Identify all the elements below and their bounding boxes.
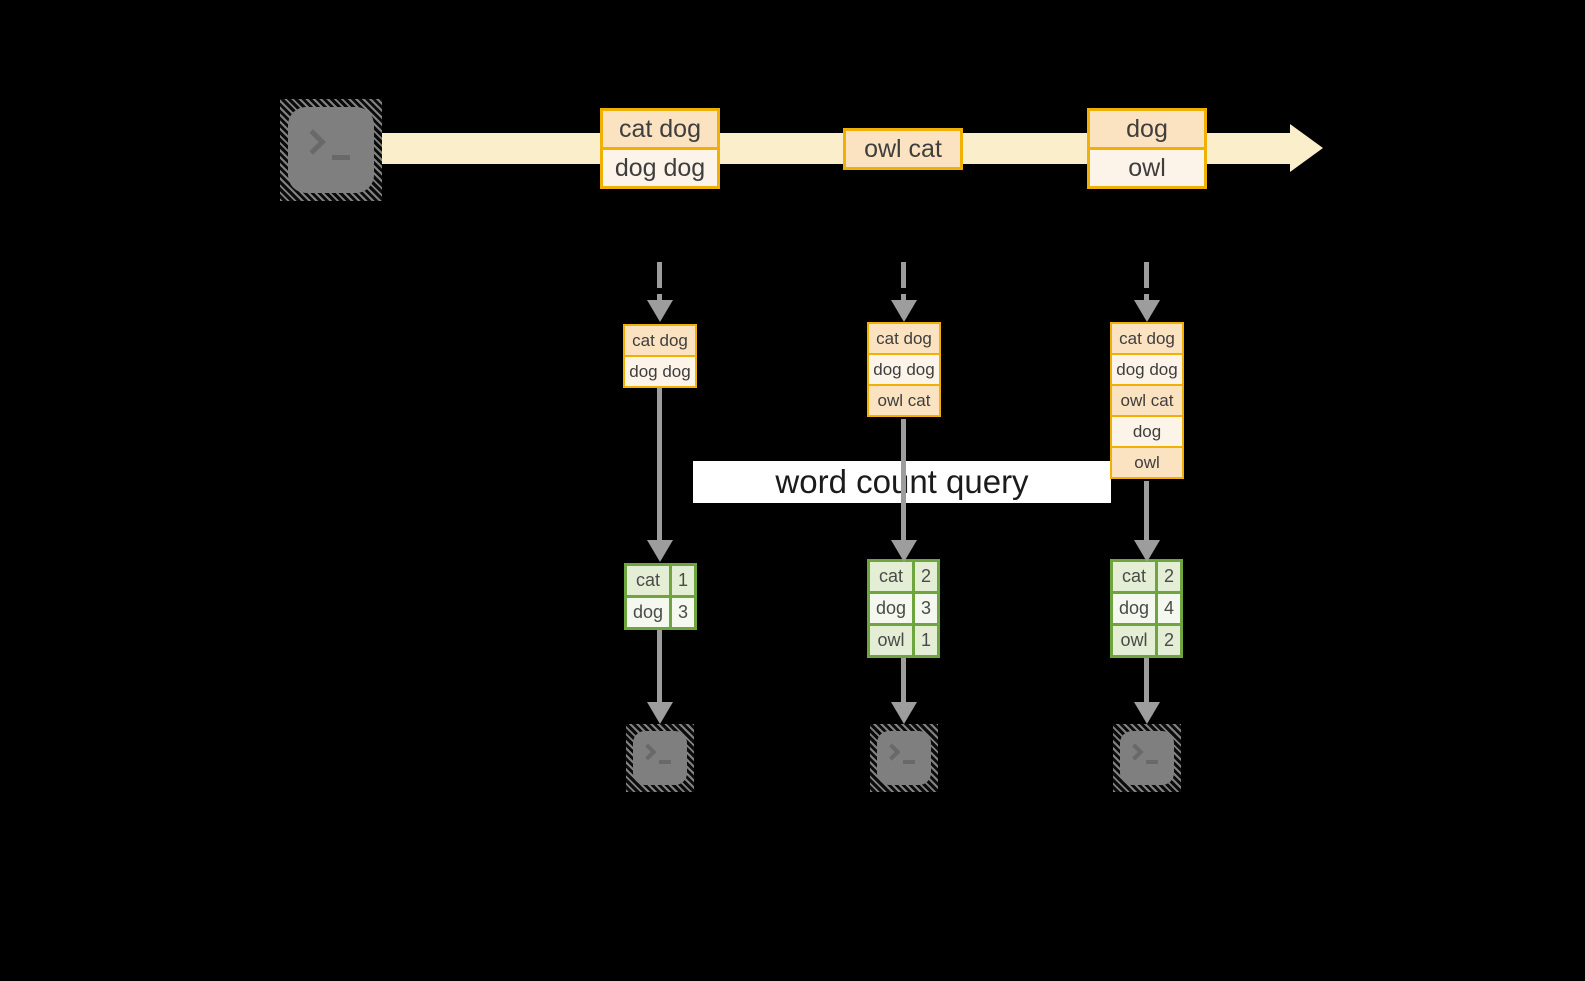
- stream-message-line: dog dog: [603, 147, 717, 186]
- word-cell: cat: [1113, 562, 1155, 591]
- sink-arrow-1: [657, 630, 662, 702]
- terminal-prompt-icon: [639, 743, 657, 761]
- terminal-prompt-icon: [883, 743, 901, 761]
- word-cell: cat: [627, 566, 669, 595]
- stream-message-line: cat dog: [603, 111, 717, 147]
- count-table-3: cat 2 dog 4 owl 2: [1110, 559, 1183, 658]
- sink-terminal-icon-2: [870, 724, 938, 792]
- stack-cell: cat dog: [625, 326, 695, 355]
- stream-message-1: cat dog dog dog: [600, 108, 720, 189]
- count-cell: 4: [1158, 594, 1180, 623]
- stack-cell: owl cat: [1112, 384, 1182, 415]
- down-arrowhead-icon: [1134, 540, 1160, 562]
- count-cell: 2: [1158, 626, 1180, 655]
- down-arrowhead-icon: [647, 300, 673, 322]
- dashed-arrow-2-stem: [901, 294, 906, 302]
- count-cell: 1: [915, 626, 937, 655]
- stack-cell: owl: [1112, 446, 1182, 477]
- word-cell: dog: [1113, 594, 1155, 623]
- count-table-1: cat 1 dog 3: [624, 563, 697, 630]
- word-cell: dog: [627, 598, 669, 627]
- record-stack-3: cat dog dog dog owl cat dog owl: [1110, 322, 1184, 479]
- query-arrow-3: [1144, 481, 1149, 540]
- stack-cell: dog dog: [869, 353, 939, 384]
- stream-message-3: dog owl: [1087, 108, 1207, 189]
- count-cell: 2: [1158, 562, 1180, 591]
- stack-cell: dog dog: [625, 355, 695, 386]
- stream-message-2: owl cat: [843, 128, 963, 170]
- query-arrow-1: [657, 388, 662, 540]
- down-arrowhead-icon: [647, 702, 673, 724]
- dashed-arrow-3-stem: [1144, 294, 1149, 302]
- word-cell: owl: [870, 626, 912, 655]
- stack-cell: dog: [1112, 415, 1182, 446]
- down-arrowhead-icon: [1134, 702, 1160, 724]
- sink-terminal-icon-1: [626, 724, 694, 792]
- record-stack-1: cat dog dog dog: [623, 324, 697, 388]
- terminal-prompt-icon: [1126, 743, 1144, 761]
- stack-cell: cat dog: [869, 324, 939, 353]
- word-cell: owl: [1113, 626, 1155, 655]
- dashed-arrow-1: [657, 262, 662, 288]
- terminal-screen: [633, 731, 687, 785]
- record-stack-2: cat dog dog dog owl cat: [867, 322, 941, 417]
- terminal-screen: [877, 731, 931, 785]
- query-arrow-2: [901, 419, 906, 540]
- stream-arrowhead-icon: [1290, 124, 1323, 172]
- down-arrowhead-icon: [891, 702, 917, 724]
- sink-arrow-3: [1144, 658, 1149, 702]
- dashed-arrow-2: [901, 262, 906, 288]
- stack-cell: owl cat: [869, 384, 939, 415]
- terminal-screen: [1120, 731, 1174, 785]
- dashed-arrow-1-stem: [657, 294, 662, 302]
- down-arrowhead-icon: [1134, 300, 1160, 322]
- down-arrowhead-icon: [891, 300, 917, 322]
- word-cell: cat: [870, 562, 912, 591]
- stream-message-line: owl: [1090, 147, 1204, 186]
- sink-arrow-2: [901, 658, 906, 702]
- word-cell: dog: [870, 594, 912, 623]
- down-arrowhead-icon: [891, 540, 917, 562]
- stack-cell: cat dog: [1112, 324, 1182, 353]
- dashed-arrow-3: [1144, 262, 1149, 288]
- count-cell: 3: [672, 598, 694, 627]
- stream-message-line: dog: [1090, 111, 1204, 147]
- sink-terminal-icon-3: [1113, 724, 1181, 792]
- terminal-cursor-icon: [903, 760, 915, 764]
- terminal-cursor-icon: [1146, 760, 1158, 764]
- stream-message-line: owl cat: [846, 131, 960, 167]
- count-cell: 1: [672, 566, 694, 595]
- stack-cell: dog dog: [1112, 353, 1182, 384]
- terminal-screen: [288, 107, 374, 193]
- terminal-cursor-icon: [332, 155, 350, 160]
- source-terminal-icon: [280, 99, 382, 201]
- count-cell: 2: [915, 562, 937, 591]
- count-cell: 3: [915, 594, 937, 623]
- terminal-prompt-icon: [300, 129, 326, 155]
- down-arrowhead-icon: [647, 540, 673, 562]
- count-table-2: cat 2 dog 3 owl 1: [867, 559, 940, 658]
- terminal-cursor-icon: [659, 760, 671, 764]
